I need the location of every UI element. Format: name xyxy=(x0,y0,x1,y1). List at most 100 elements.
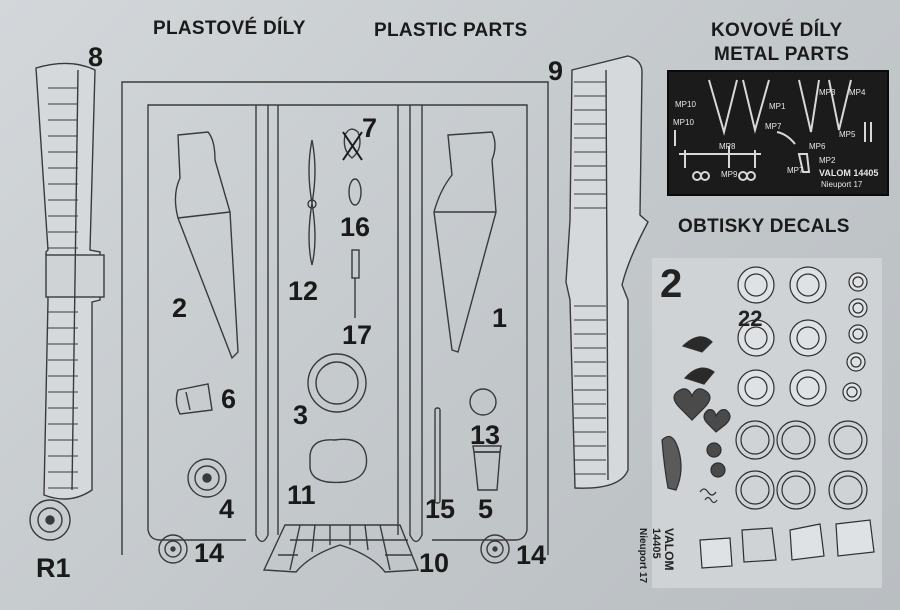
decal-roundel xyxy=(737,319,775,357)
etch-label-mp8: MP8 xyxy=(719,142,736,151)
decal-rudder-1 xyxy=(741,527,777,563)
label-part-15: 15 xyxy=(425,494,456,524)
sprue-frame xyxy=(121,81,549,555)
decal-roundel-small-inner xyxy=(846,386,858,398)
decal-ring xyxy=(776,470,816,510)
etch-label-mp9: MP9 xyxy=(721,170,738,179)
decal-rudder-3 xyxy=(835,519,875,557)
part-11 xyxy=(309,438,368,484)
decal-code: 14405 xyxy=(650,528,662,559)
decal-stork-2 xyxy=(683,367,715,385)
decal-ring-inner xyxy=(833,475,863,505)
decal-roundel xyxy=(789,266,827,304)
part-12-propeller xyxy=(308,139,316,266)
decal-roundel-small xyxy=(846,352,866,372)
label-part-10: 10 xyxy=(419,548,450,578)
etch-brand: VALOM 14405 xyxy=(819,168,879,178)
plastic-parts-header-cz: PLASTOVÉ DÍLY xyxy=(153,18,306,39)
decal-ring xyxy=(735,420,775,460)
decal-heart xyxy=(673,388,711,421)
decal-roundel-inner xyxy=(744,326,768,350)
metal-parts-header-en: METAL PARTS xyxy=(714,44,850,65)
decal-roundel xyxy=(737,266,775,304)
decal-roundel-inner xyxy=(796,273,820,297)
decal-sheet xyxy=(652,258,882,588)
decal-ring-inner xyxy=(740,425,770,455)
part-8-lower-wing xyxy=(35,62,105,500)
part-2-fuselage-left xyxy=(174,131,239,360)
part-9-upper-wing xyxy=(565,55,649,489)
decal-number-2: 2 xyxy=(660,262,683,306)
decal-roundel-inner xyxy=(744,376,768,400)
decal-roundel-small-inner xyxy=(852,328,864,340)
part-14-wheel-right xyxy=(480,534,510,564)
decal-roundel xyxy=(789,369,827,407)
etch-label-mp2: MP2 xyxy=(819,156,836,165)
part-5 xyxy=(473,451,501,491)
decal-roundel-inner xyxy=(796,376,820,400)
part-6-cowl xyxy=(175,383,213,415)
etch-label-mp1: MP1 xyxy=(769,102,786,111)
label-part-6: 6 xyxy=(221,384,237,414)
decal-ring xyxy=(735,470,775,510)
etch-label-mp7-b: MP7 xyxy=(787,166,804,175)
etch-model: Nieuport 17 xyxy=(821,180,863,189)
decal-roundel-small-inner xyxy=(850,356,862,368)
metal-parts-header-cz: KOVOVÉ DÍLY xyxy=(711,20,843,41)
label-part-17: 17 xyxy=(342,320,373,350)
label-part-12: 12 xyxy=(288,276,319,306)
decal-ring-inner xyxy=(781,425,811,455)
label-part-14-right: 14 xyxy=(516,540,547,570)
decal-roundel-small-inner xyxy=(852,302,864,314)
decal-roundel-small-inner xyxy=(852,276,864,288)
decal-ring-inner xyxy=(781,475,811,505)
label-part-5: 5 xyxy=(478,494,494,524)
decal-roundel-inner xyxy=(744,273,768,297)
part-r1-wheel xyxy=(29,499,71,541)
etch-label-mp10-top: MP10 xyxy=(675,100,696,109)
decal-number-22: 22 xyxy=(738,306,763,331)
decal-roundel-inner xyxy=(796,326,820,350)
etch-label-mp3: MP3 xyxy=(819,88,836,97)
fret-drawing xyxy=(674,79,872,181)
label-part-4: 4 xyxy=(219,494,235,524)
decal-roundel-small xyxy=(848,298,868,318)
label-part-11: 11 xyxy=(287,480,316,510)
part-15-strut xyxy=(434,407,441,504)
decal-lady xyxy=(661,435,682,491)
label-part-13: 13 xyxy=(470,420,501,450)
label-part-14-left: 14 xyxy=(194,538,225,568)
label-part-8: 8 xyxy=(88,42,104,72)
part-14-wheel-left xyxy=(158,534,188,564)
part-1-fuselage-right xyxy=(433,131,497,353)
sprue-bar-right xyxy=(409,105,423,543)
decals-header: OBTISKY DECALS xyxy=(678,216,850,237)
part-7 xyxy=(343,128,361,159)
label-part-1: 1 xyxy=(492,303,508,333)
plastic-parts-header-en: PLASTIC PARTS xyxy=(374,20,528,41)
label-part-9: 9 xyxy=(548,56,564,86)
sprue-inner-frame xyxy=(147,104,528,530)
label-part-r1: R1 xyxy=(36,553,71,583)
part-17-gun xyxy=(351,249,360,279)
decal-ring xyxy=(828,420,868,460)
decal-stork-1 xyxy=(681,336,713,353)
part-3-ring xyxy=(307,353,367,413)
etch-label-mp4: MP4 xyxy=(849,88,866,97)
decal-ring xyxy=(828,470,868,510)
label-part-16: 16 xyxy=(340,212,371,242)
decal-model: Nieuport 17 xyxy=(637,528,648,584)
decal-roundel-small xyxy=(842,382,862,402)
label-part-2: 2 xyxy=(172,293,188,323)
etch-label-mp10: MP10 xyxy=(673,118,694,127)
decal-ring-inner xyxy=(740,475,770,505)
label-part-7: 7 xyxy=(362,113,378,143)
etch-label-mp7: MP7 xyxy=(765,122,782,131)
metal-parts-fret: MP10 MP10 MP1 MP7 MP8 MP9 MP3 MP4 MP5 MP… xyxy=(667,70,889,196)
etch-label-mp5: MP5 xyxy=(839,130,856,139)
part-13 xyxy=(469,388,497,416)
label-part-3: 3 xyxy=(293,400,309,430)
decal-roundel-small xyxy=(848,324,868,344)
decal-roundel xyxy=(789,319,827,357)
